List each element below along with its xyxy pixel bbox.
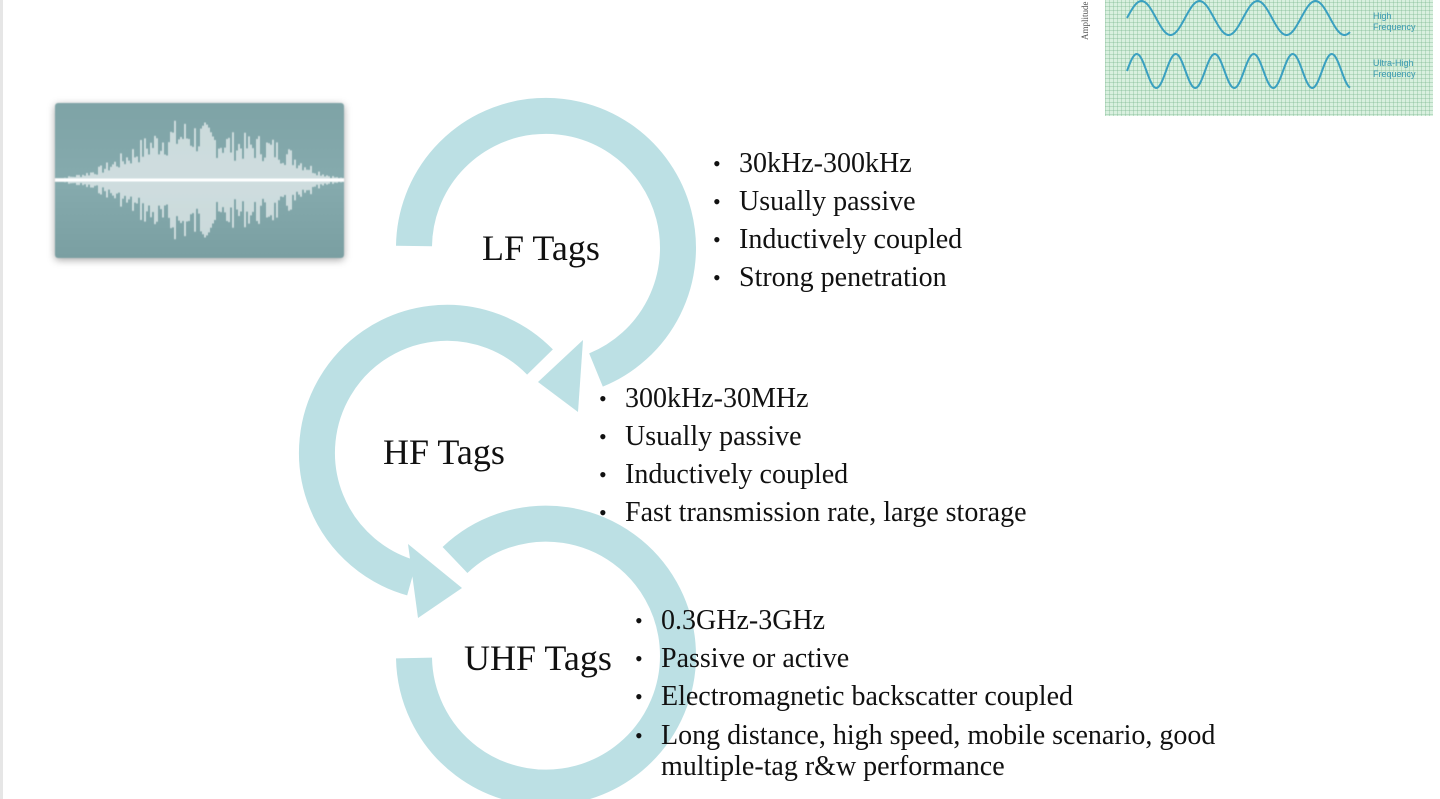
ultra-high-frequency-label: Ultra-High Frequency xyxy=(1373,58,1416,79)
slide-edge xyxy=(0,0,3,799)
lf-arrowhead-icon xyxy=(538,340,583,412)
list-item: Long distance, high speed, mobile scenar… xyxy=(635,720,1281,782)
uhf-bullet-list: 0.3GHz-3GHz Passive or active Electromag… xyxy=(635,602,1281,782)
hf-bullet-list: 300kHz-30MHz Usually passive Inductively… xyxy=(599,380,1027,532)
list-item: Inductively coupled xyxy=(713,221,962,259)
uhf-tags-label: UHF Tags xyxy=(464,638,612,678)
list-item: Strong penetration xyxy=(713,259,962,297)
lf-tags-label: LF Tags xyxy=(482,228,600,268)
frequency-waves-icon xyxy=(1126,0,1351,90)
high-frequency-label: High Frequency xyxy=(1373,11,1416,32)
frequency-chart-image: High Frequency Ultra-High Frequency xyxy=(1105,0,1433,116)
hf-arrowhead-icon xyxy=(408,544,462,618)
list-item: Inductively coupled xyxy=(599,456,1027,494)
high-frequency-wave xyxy=(1126,0,1351,36)
list-item: Fast transmission rate, large storage xyxy=(599,494,1027,532)
lf-ring-arc xyxy=(396,97,696,387)
waveform-image xyxy=(55,103,344,258)
list-item: Passive or active xyxy=(635,640,1281,678)
hf-ring-arc xyxy=(298,304,553,596)
list-item: Usually passive xyxy=(599,418,1027,456)
list-item: 30kHz-300kHz xyxy=(713,145,962,183)
list-item: Electromagnetic backscatter coupled xyxy=(635,678,1281,716)
hf-tags-label: HF Tags xyxy=(383,432,505,472)
list-item: 0.3GHz-3GHz xyxy=(635,602,1281,640)
lf-bullet-list: 30kHz-300kHz Usually passive Inductively… xyxy=(713,145,962,297)
list-item: 300kHz-30MHz xyxy=(599,380,1027,418)
sound-wave-icon xyxy=(55,120,344,240)
ultra-high-frequency-wave xyxy=(1126,52,1351,90)
list-item: Usually passive xyxy=(713,183,962,221)
